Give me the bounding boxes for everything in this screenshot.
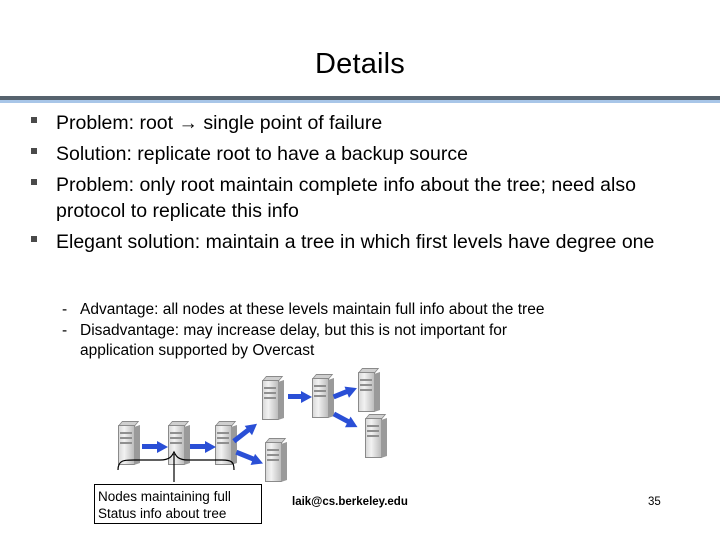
sub-bullet-list: - Advantage: all nodes at these levels m…: [56, 300, 696, 362]
sub-bullet-text: Advantage: all nodes at these levels mai…: [80, 301, 545, 318]
bullet-item: Problem: root → single point of failure: [22, 110, 698, 136]
callout-line-1: Nodes maintaining full: [98, 489, 231, 504]
bullet-text: Problem: only root maintain complete inf…: [56, 174, 636, 222]
dash-bullet-icon: -: [62, 301, 68, 318]
callout-line-2: Status info about tree: [98, 506, 227, 521]
server-node-icon: [365, 414, 387, 458]
sub-bullet-text-continued: application supported by Overcast: [80, 342, 315, 359]
server-node-icon: [265, 438, 287, 482]
sub-bullet-text: Disadvantage: may increase delay, but th…: [80, 322, 508, 339]
bullet-item: Problem: only root maintain complete inf…: [22, 172, 698, 224]
bullet-text: Problem: root → single point of failure: [56, 112, 383, 134]
bullet-item: Elegant solution: maintain a tree in whi…: [22, 229, 698, 255]
square-bullet-icon: [31, 117, 37, 123]
square-bullet-icon: [31, 236, 37, 242]
bullet-list: Problem: root → single point of failure …: [22, 110, 698, 260]
server-node-icon: [358, 368, 380, 412]
page-number: 35: [648, 496, 661, 508]
server-node-icon: [118, 421, 140, 465]
footer-email: laik@cs.berkeley.edu: [292, 496, 408, 508]
server-node-icon: [312, 374, 334, 418]
bullet-text: Solution: replicate root to have a backu…: [56, 143, 468, 165]
bullet-text: Elegant solution: maintain a tree in whi…: [56, 231, 655, 253]
dash-bullet-icon: -: [62, 322, 68, 339]
square-bullet-icon: [31, 179, 37, 185]
callout-box: Nodes maintaining full Status info about…: [94, 484, 262, 524]
title-divider: [0, 96, 720, 103]
square-bullet-icon: [31, 148, 37, 154]
callout-brace: [117, 450, 235, 482]
tree-link-arrow: [190, 441, 216, 453]
bullet-item: Solution: replicate root to have a backu…: [22, 141, 698, 167]
sub-bullet-item: - Disadvantage: may increase delay, but …: [56, 321, 696, 361]
tree-link-arrow: [288, 391, 314, 403]
overcast-tree-diagram: [0, 368, 720, 485]
divider-light-band: [0, 100, 720, 103]
tree-link-arrow: [142, 441, 168, 453]
server-node-icon: [262, 376, 284, 420]
sub-bullet-item: - Advantage: all nodes at these levels m…: [56, 300, 696, 320]
divider-dark-band: [0, 96, 720, 100]
page-title: Details: [314, 48, 406, 80]
